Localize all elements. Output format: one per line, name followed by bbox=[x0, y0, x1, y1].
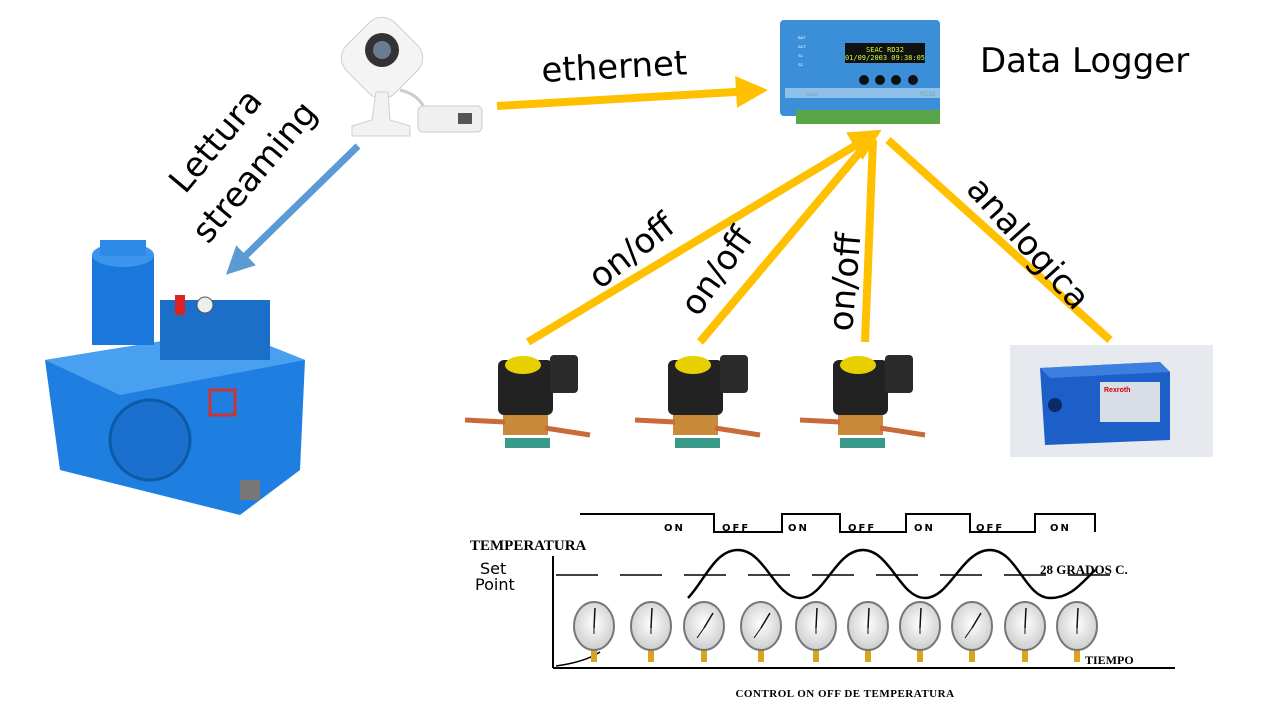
analog-label: analogica bbox=[958, 169, 1097, 318]
onoff-control-chart: ON OFF ON OFF ON OFF ON TEMPERATURA Set … bbox=[470, 513, 1175, 700]
pressure-gauge-icon bbox=[1056, 601, 1098, 662]
solenoid-valve-1 bbox=[464, 355, 591, 448]
led-label: S2 bbox=[798, 62, 804, 67]
analog-valve-block: Rexroth bbox=[1010, 345, 1213, 457]
logger-display-line2: 01/09/2003 09:38:05 bbox=[845, 54, 925, 62]
pressure-gauges bbox=[573, 601, 1098, 662]
onoff-label-2: on/off bbox=[673, 219, 763, 324]
state-label: ON bbox=[914, 523, 935, 534]
rexroth-logo: Rexroth bbox=[1104, 387, 1130, 394]
temperature-curve bbox=[687, 548, 1096, 600]
onoff-label-3: on/off bbox=[821, 230, 870, 333]
led-label: BAT bbox=[798, 35, 806, 40]
led-label: S1 bbox=[798, 53, 804, 58]
pressure-gauge-icon bbox=[795, 601, 837, 662]
logger-brand: seac bbox=[806, 92, 819, 98]
onoff-arrow-1 bbox=[525, 129, 882, 346]
chart-x-label: TIEMPO bbox=[1085, 653, 1134, 667]
state-label: ON bbox=[1050, 523, 1071, 534]
setpoint-value: 28 GRADOS C. bbox=[1040, 562, 1128, 577]
hydraulic-power-unit bbox=[45, 240, 305, 515]
state-label: OFF bbox=[722, 523, 750, 534]
solenoid-valve-3 bbox=[799, 355, 926, 448]
setpoint-label-line2: Point bbox=[475, 575, 515, 594]
pressure-gauge-icon bbox=[630, 601, 672, 662]
chart-y-label: TEMPERATURA bbox=[470, 538, 587, 554]
logger-model: RD32 bbox=[920, 92, 936, 98]
onoff-square-wave bbox=[580, 513, 1096, 533]
state-label: ON bbox=[664, 523, 685, 534]
data-logger-device: SEAC RD32 01/09/2003 09:38:05 BAT ACT S1… bbox=[780, 20, 940, 124]
logger-display-line1: SEAC RD32 bbox=[866, 46, 904, 54]
state-label: OFF bbox=[976, 523, 1004, 534]
logger-buttons bbox=[859, 75, 918, 85]
ethernet-arrow bbox=[496, 75, 768, 110]
pressure-gauge-icon bbox=[1004, 601, 1046, 662]
solenoid-valve-2 bbox=[634, 355, 761, 448]
state-label: ON bbox=[788, 523, 809, 534]
onoff-arrow-2 bbox=[696, 137, 874, 345]
analog-arrow bbox=[885, 137, 1113, 343]
pressure-gauge-icon bbox=[683, 601, 725, 662]
chart-caption: CONTROL ON OFF DE TEMPERATURA bbox=[735, 688, 954, 700]
state-label: OFF bbox=[848, 523, 876, 534]
setpoint-label-line1: Set bbox=[480, 559, 506, 578]
pressure-gauge-icon bbox=[951, 601, 993, 662]
ethernet-label: ethernet bbox=[540, 43, 688, 91]
pressure-gauge-icon bbox=[573, 601, 615, 662]
pressure-gauge-icon bbox=[847, 601, 889, 662]
data-logger-label: Data Logger bbox=[980, 41, 1189, 81]
streaming-arrow bbox=[225, 143, 361, 275]
pressure-gauge-icon bbox=[899, 601, 941, 662]
onoff-arrow-3 bbox=[861, 139, 877, 343]
pressure-gauge-icon bbox=[740, 601, 782, 662]
led-label: ACT bbox=[798, 44, 807, 49]
ip-camera bbox=[340, 16, 483, 137]
